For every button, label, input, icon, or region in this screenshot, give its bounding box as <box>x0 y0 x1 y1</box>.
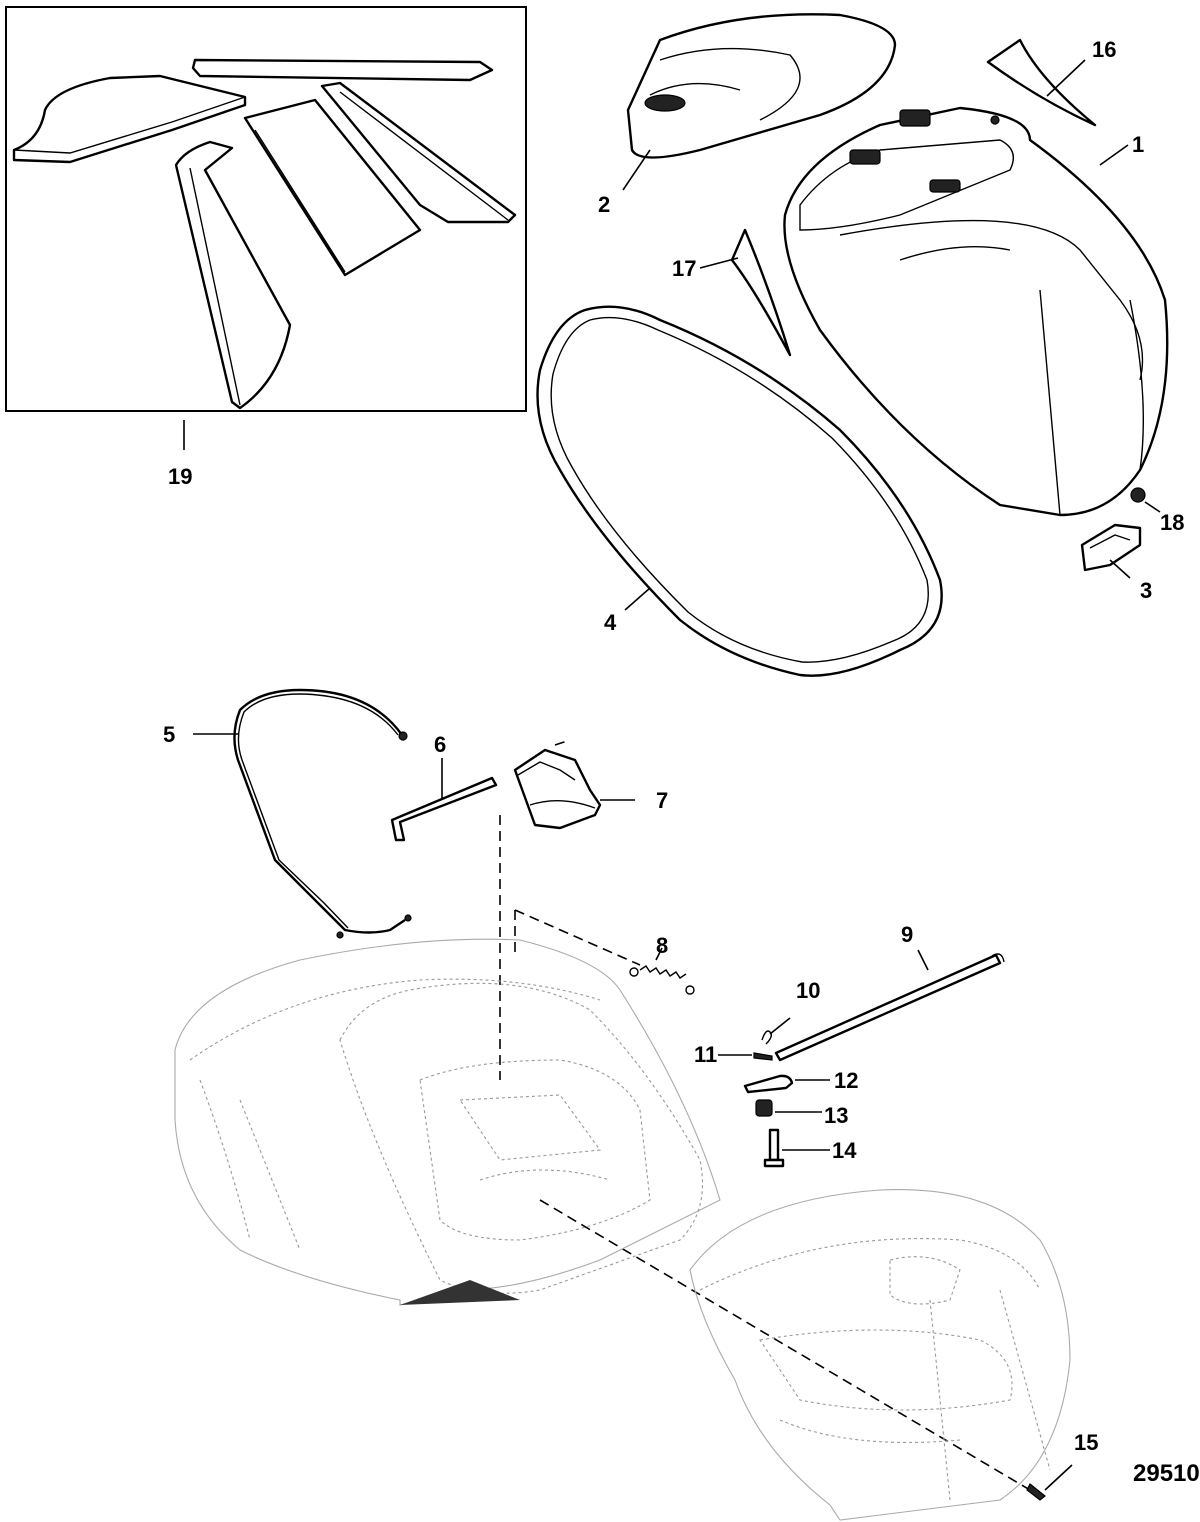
callout-14: 14 <box>832 1138 857 1163</box>
callout-7: 7 <box>656 788 668 813</box>
part-13-spring <box>755 1099 773 1117</box>
callout-9: 9 <box>901 922 913 947</box>
part-11-pin <box>753 1052 773 1061</box>
part-5-cable <box>233 688 412 939</box>
ghosted-reference-cowling <box>174 938 1071 1521</box>
part-7-latch-plate <box>513 748 602 830</box>
part-9-rod <box>774 953 1005 1062</box>
callout-17: 17 <box>672 256 696 281</box>
callout-4: 4 <box>604 610 617 635</box>
part-10-clip <box>761 1030 773 1045</box>
part-3-latch-bracket <box>1080 523 1142 572</box>
callout-19: 19 <box>168 464 192 489</box>
assembly-line <box>554 739 571 746</box>
part-18-nut <box>1130 487 1146 503</box>
part-16-decal <box>986 38 1097 127</box>
callout-5: 5 <box>163 722 175 747</box>
callout-1: 1 <box>1132 132 1144 157</box>
callout-10: 10 <box>796 978 820 1003</box>
callout-3: 3 <box>1140 578 1152 603</box>
part-4-seal <box>536 305 943 677</box>
callout-11: 11 <box>694 1042 717 1067</box>
callout-labels: 1 2 3 4 5 6 7 8 9 10 11 12 13 14 15 16 1… <box>163 37 1184 1455</box>
callout-6: 6 <box>434 732 446 757</box>
callout-8: 8 <box>656 933 668 958</box>
part-1-top-cowl <box>783 106 1169 517</box>
callout-2: 2 <box>598 192 610 217</box>
figure-number: 29510 <box>1133 1460 1200 1487</box>
part-2-rear-top-cover <box>626 13 897 159</box>
callout-18: 18 <box>1160 510 1184 535</box>
assembly-line <box>539 1199 1031 1491</box>
part-14-bolt <box>763 1128 785 1168</box>
assembly-line <box>514 909 641 966</box>
part-17-side-decal <box>730 228 792 357</box>
part-6-rod <box>390 776 498 842</box>
inset-foam-kit <box>5 6 527 412</box>
part-8-spring <box>629 965 695 995</box>
part-12-lever <box>743 1074 794 1094</box>
callout-16: 16 <box>1092 37 1116 62</box>
callout-13: 13 <box>824 1103 848 1128</box>
callout-15: 15 <box>1074 1430 1098 1455</box>
callout-12: 12 <box>834 1068 858 1093</box>
part-15-screw <box>1026 1483 1046 1501</box>
